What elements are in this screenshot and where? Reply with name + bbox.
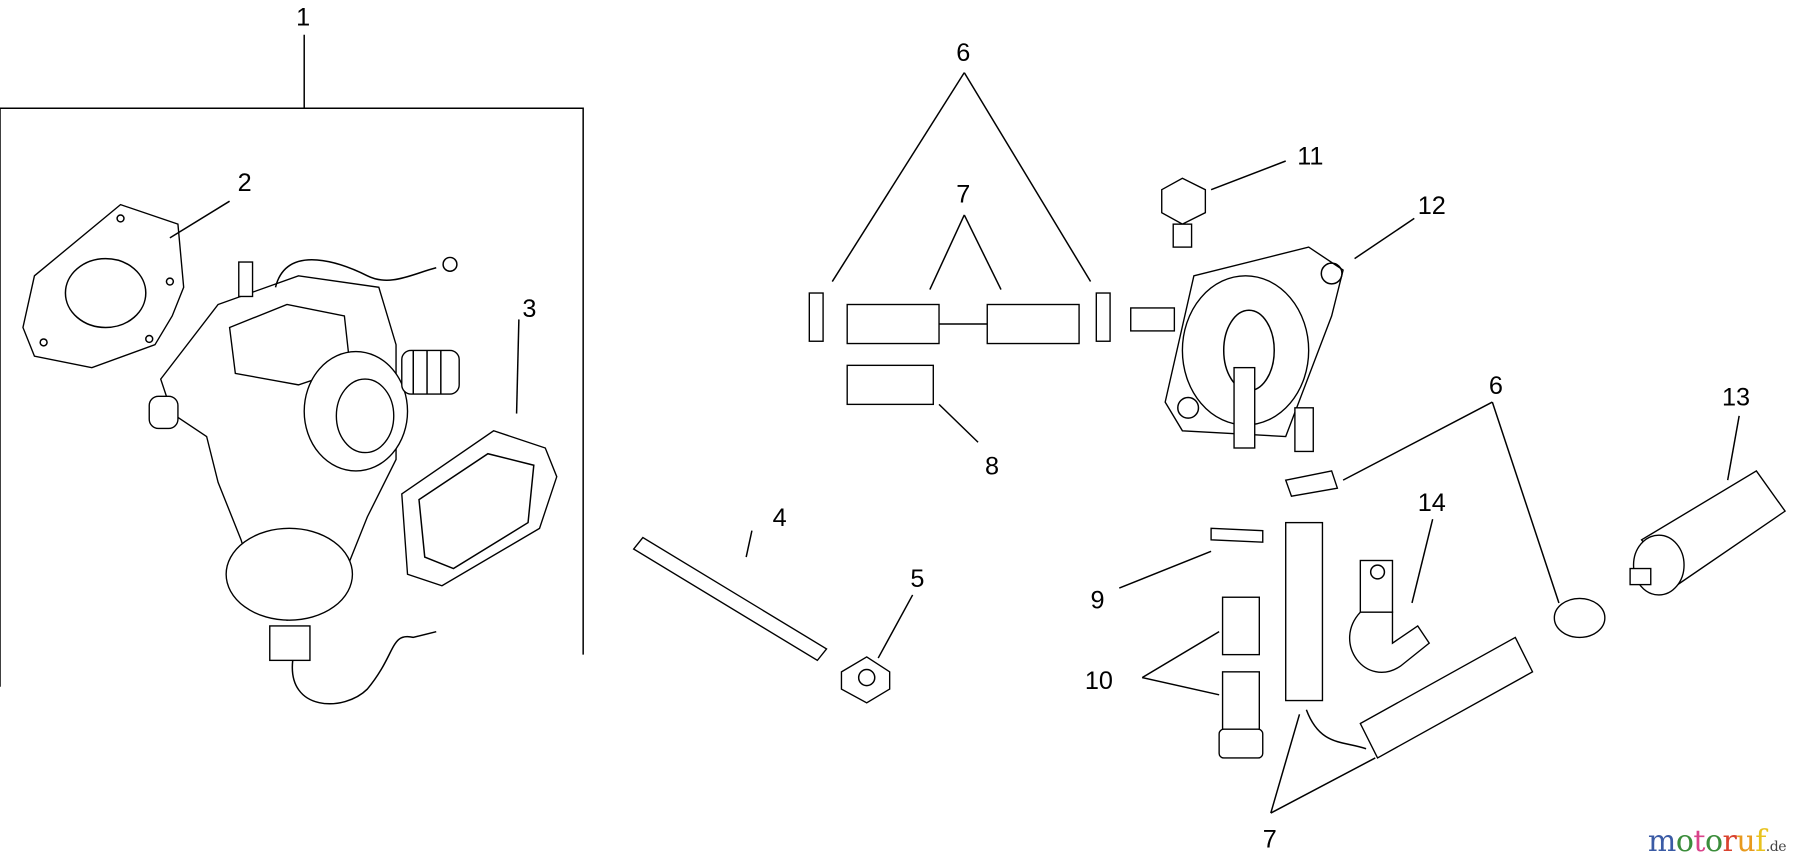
callout-3: 3 bbox=[522, 295, 536, 323]
watermark-letter: t bbox=[1693, 824, 1705, 859]
watermark-letter: o bbox=[1704, 824, 1723, 859]
watermark-letter: u bbox=[1736, 824, 1756, 859]
clamp-part-6 bbox=[1284, 401, 1606, 639]
callout-7-bottom: 7 bbox=[1263, 825, 1277, 853]
fitting-part-10 bbox=[1141, 596, 1264, 759]
gasket-part-3 bbox=[401, 319, 558, 587]
callout-12: 12 bbox=[1418, 192, 1446, 220]
nut-part-5 bbox=[840, 594, 914, 704]
callout-11: 11 bbox=[1297, 142, 1323, 170]
callout-6-right: 6 bbox=[1489, 372, 1503, 400]
fuel-pump-part-12 bbox=[1130, 217, 1415, 453]
callout-7-top: 7 bbox=[956, 180, 970, 208]
callout-14: 14 bbox=[1418, 489, 1446, 517]
callout-9: 9 bbox=[1091, 587, 1105, 615]
callout-8: 8 bbox=[985, 452, 999, 480]
hose-clamps-part-6 bbox=[808, 72, 1111, 342]
watermark-letter: m bbox=[1647, 824, 1676, 859]
callout-1: 1 bbox=[296, 4, 310, 32]
callout-4: 4 bbox=[773, 504, 787, 532]
watermark-letter: r bbox=[1722, 824, 1737, 859]
watermark-suffix: .de bbox=[1765, 839, 1787, 855]
callout-6-top: 6 bbox=[956, 39, 970, 67]
hose-part-7-lower bbox=[1270, 521, 1534, 814]
watermark-letter: o bbox=[1675, 824, 1694, 859]
plug-part-11 bbox=[1161, 160, 1286, 248]
hose-part-7 bbox=[846, 214, 1080, 345]
callout-13: 13 bbox=[1722, 384, 1750, 412]
callout-2: 2 bbox=[238, 169, 252, 197]
clamp-part-9 bbox=[1118, 527, 1264, 589]
callout-10: 10 bbox=[1085, 667, 1113, 695]
callout-5: 5 bbox=[910, 565, 924, 593]
watermark-letter: f bbox=[1755, 824, 1766, 859]
gasket-part-2 bbox=[22, 200, 230, 369]
assembly-bracket bbox=[0, 34, 584, 687]
callout-labels: 1 2 3 4 5 6 7 8 11 12 6 13 14 9 10 7 bbox=[238, 4, 1750, 854]
clip-part-14 bbox=[1348, 518, 1434, 673]
stud-part-4 bbox=[632, 530, 828, 662]
fuel-filter-part-13 bbox=[1629, 415, 1787, 596]
motoruf-watermark-logo: motoruf.de bbox=[1647, 824, 1787, 859]
hose-part-8 bbox=[846, 364, 979, 443]
carburetor-part bbox=[148, 256, 460, 705]
